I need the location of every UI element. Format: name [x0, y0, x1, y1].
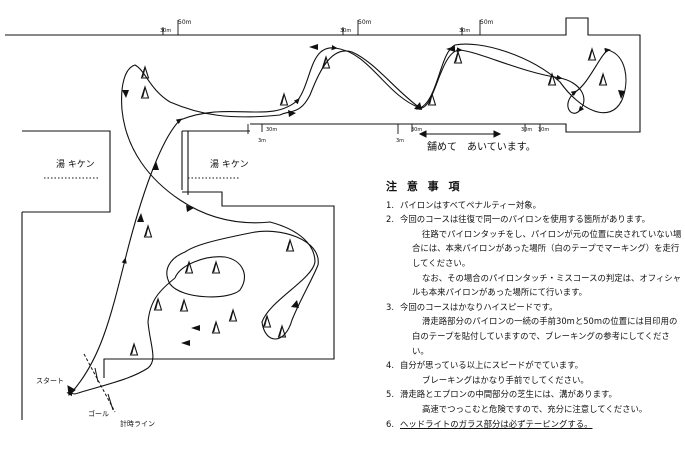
note-item-5: 5. 滑走路とエプロンの中間部分の芝生には、溝があります。: [386, 387, 682, 402]
label-50m-c: 50m: [480, 19, 494, 26]
course-path: [66, 43, 627, 397]
note-item-2: 2. 今回のコースは往復で同一のパイロンを使用する箇所があります。: [386, 212, 682, 227]
label-measure-line: 計時ライン: [120, 419, 155, 428]
label-30m-g: 30m: [411, 127, 422, 133]
note-text: 今回のコースはかなりハイスピードです。: [400, 301, 558, 312]
note-text: 自分が思っている以上にスピードがでています。: [400, 360, 583, 371]
note-sub: 高速でつっこむと危険ですので、充分に注意してください。: [422, 403, 648, 414]
note-text: ヘッドライトのガラス部分は必ずテーピングする。: [400, 418, 593, 429]
note-sub: 往路でパイロンタッチをし、パイロンが元の位置に戻されていない場合には、本来パイロ…: [412, 228, 682, 268]
note-num: 3.: [386, 301, 394, 312]
note-text: 滑走路とエプロンの中間部分の芝生には、溝があります。: [400, 389, 617, 400]
label-30m-c: 30m: [459, 28, 470, 34]
label-start: スタート: [36, 376, 64, 385]
note-sub: ブレーキングはかなり手前でしてください。: [422, 374, 589, 385]
note-item-4: 4. 自分が思っている以上にスピードがでています。: [386, 358, 682, 373]
label-pit-left: 湯 キケン: [56, 159, 95, 170]
label-3m-f: 3m: [396, 138, 404, 144]
note-num: 4.: [386, 360, 394, 371]
note-text: 今回のコースは往復で同一のパイロンを使用する箇所があります。: [400, 214, 650, 225]
label-3m-d: 3m: [258, 138, 266, 144]
note-num: 2.: [386, 214, 394, 225]
note-text: パイロンはすべてペナルティー対象。: [400, 199, 541, 210]
label-50m-b: 50m: [358, 19, 372, 26]
label-30m-i: 30m: [538, 127, 549, 133]
label-30m-a: 30m: [160, 28, 171, 34]
note-sub: なお、その場合のパイロンタッチ・ミスコースの判定は、オフィシャルも本来パイロンが…: [412, 272, 682, 298]
notes-title: 注 意 事 項: [386, 180, 463, 193]
note-num: 6.: [386, 418, 394, 429]
paved-note-arrow: [418, 130, 502, 138]
distance-ticks: [162, 20, 541, 134]
note-num: 5.: [386, 389, 394, 400]
note-num: 1.: [386, 199, 394, 210]
label-pit-right: 湯 キケン: [210, 159, 249, 170]
note-item-1: 1. パイロンはすべてペナルティー対象。: [386, 198, 682, 213]
note-sub: 滑走路部分のパイロンの一続の手前30mと50mの位置には目印用の白のテープを貼付…: [412, 316, 678, 356]
start-goal-markers: [67, 353, 116, 413]
notes-panel: 注 意 事 項 1. パイロンはすべてペナルティー対象。 2. 今回のコースは往…: [386, 180, 682, 431]
note-item-6: 6. ヘッドライトのガラス部分は必ずテーピングする。: [386, 417, 682, 432]
label-50m-a: 50m: [178, 19, 192, 26]
label-30m-e: 30m: [266, 127, 277, 133]
direction-arrows: [122, 44, 625, 346]
label-30m-b: 30m: [340, 28, 351, 34]
label-paved: 舗めて あいています。: [427, 140, 536, 153]
note-item-3: 3. 今回のコースはかなりハイスピードです。: [386, 300, 682, 315]
label-30m-h: 30m: [521, 127, 532, 133]
label-goal: ゴール: [88, 409, 109, 418]
